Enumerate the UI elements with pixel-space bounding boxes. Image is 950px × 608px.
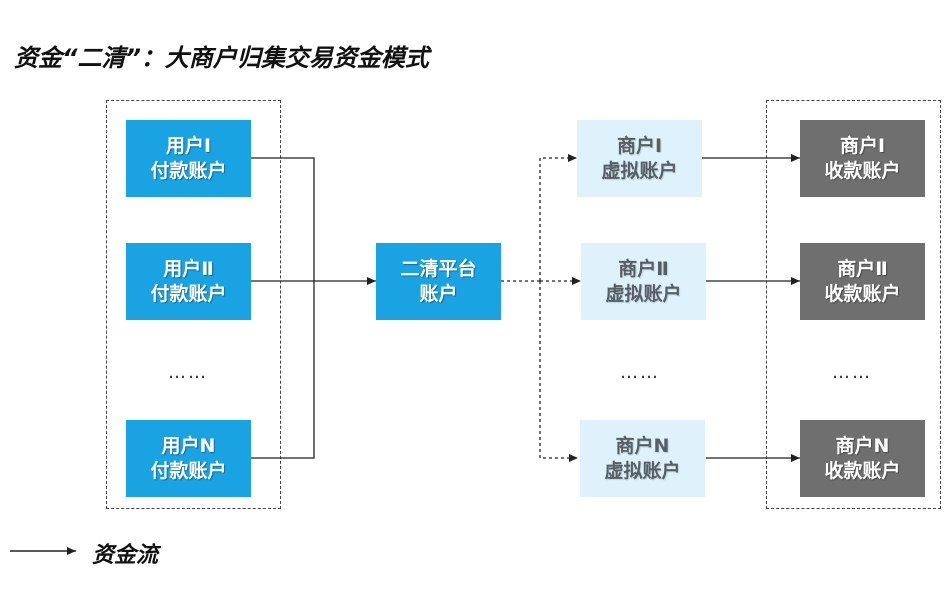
receive-group-border: [766, 100, 941, 509]
usern-to-platform-line: [251, 281, 315, 459]
merchant1-virtual-account: 商户Ⅰ 虚拟账户: [577, 120, 702, 197]
platform-to-virtualn-arrow: [539, 281, 578, 462]
usern-name: 用户N: [161, 434, 216, 457]
merchant1-virtual-type: 虚拟账户: [601, 159, 678, 182]
platform-account-type: 账户: [419, 282, 458, 305]
merchantn-receive-name: 商户N: [835, 434, 890, 457]
merchant1-receive-account: 商户Ⅰ 收款账户: [800, 120, 925, 197]
usern-account-type: 付款账户: [150, 459, 227, 482]
user2-name: 用户Ⅱ: [163, 257, 214, 280]
receive-ellipsis: ……: [832, 362, 872, 383]
merchant1-virtual-name: 商户Ⅰ: [616, 134, 663, 157]
merchant1-receive-name: 商户Ⅰ: [839, 134, 886, 157]
user-ellipsis: ……: [168, 362, 208, 383]
merchant2-virtual-type: 虚拟账户: [605, 282, 682, 305]
merchantn-receive-account: 商户N 收款账户: [800, 420, 925, 497]
merchant2-virtual-account: 商户Ⅱ 虚拟账户: [581, 243, 706, 320]
user1-account-type: 付款账户: [150, 159, 227, 182]
user2-account-type: 付款账户: [150, 282, 227, 305]
platform-to-virtual1-arrow: [539, 154, 577, 281]
user2-payment-account: 用户Ⅱ 付款账户: [126, 243, 251, 320]
merchant2-receive-type: 收款账户: [824, 282, 901, 305]
user1-payment-account: 用户Ⅰ 付款账户: [126, 120, 251, 197]
diagram-title: 资金“二清”：大商户归集交易资金模式: [14, 44, 429, 72]
user1-name: 用户Ⅰ: [165, 134, 212, 157]
merchantn-virtual-account: 商户N 虚拟账户: [580, 420, 705, 497]
merchant2-receive-account: 商户Ⅱ 收款账户: [800, 243, 925, 320]
merchant2-virtual-name: 商户Ⅱ: [618, 257, 669, 280]
virtual-ellipsis: ……: [620, 362, 660, 383]
legend-label: 资金流: [92, 543, 159, 568]
merchantn-virtual-type: 虚拟账户: [604, 459, 681, 482]
platform-name: 二清平台: [400, 257, 477, 280]
merchantn-virtual-name: 商户N: [615, 434, 670, 457]
platform-account: 二清平台 账户: [376, 243, 501, 320]
merchant1-receive-type: 收款账户: [824, 159, 901, 182]
user1-to-platform-line: [251, 157, 315, 281]
usern-payment-account: 用户N 付款账户: [126, 420, 251, 497]
merchant2-receive-name: 商户Ⅱ: [837, 257, 888, 280]
merchantn-receive-type: 收款账户: [824, 459, 901, 482]
user-group-border: [106, 100, 281, 509]
